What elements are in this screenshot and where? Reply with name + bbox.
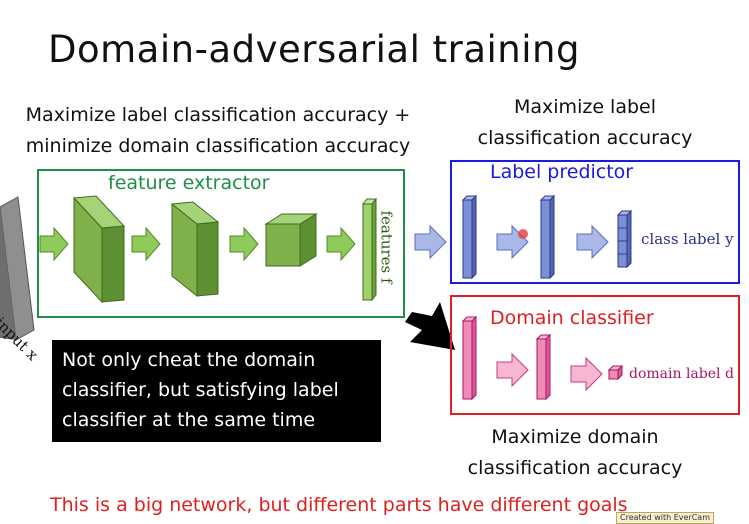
callout-line-2: classifier, but satisfying label xyxy=(62,379,339,401)
callout-box: Not only cheat the domain classifier, bu… xyxy=(52,340,381,442)
domain-label-output: domain label d xyxy=(629,366,734,382)
label-predictor-box xyxy=(450,160,740,284)
label-predictor-label: Label predictor xyxy=(490,161,634,183)
feature-arrows xyxy=(39,226,356,262)
evercam-watermark: Created with EverCam xyxy=(616,512,714,524)
class-label-output: class label y xyxy=(641,230,734,248)
features-label: features f xyxy=(377,210,396,284)
domain-output-cube xyxy=(607,364,624,381)
class-output-vector xyxy=(616,209,633,269)
features-vector xyxy=(361,197,378,302)
feature-extractor-goal-line-1: Maximize label classification accuracy + xyxy=(25,104,411,126)
footer-note: This is a big network, but different par… xyxy=(50,494,628,516)
callout-line-1: Not only cheat the domain xyxy=(62,349,316,371)
label-predictor-goal-line-2: classification accuracy xyxy=(477,127,693,149)
label-predictor-goal-line-1: Maximize label xyxy=(514,96,656,118)
domain-classifier-arrow-1 xyxy=(496,352,529,388)
input-image xyxy=(0,196,35,341)
domain-classifier-box xyxy=(450,295,740,415)
feature-layer-3 xyxy=(264,213,318,267)
feature-extractor-goal-line-2: minimize domain classification accuracy xyxy=(25,135,411,157)
domain-classifier-goal: Maximize domain classification accuracy xyxy=(440,422,710,484)
cursor-dot xyxy=(518,229,528,239)
feature-extractor-box xyxy=(37,169,405,318)
domain-classifier-goal-line-2: classification accuracy xyxy=(467,457,683,479)
domain-classifier-label: Domain classifier xyxy=(490,307,654,329)
label-predictor-arrow-1 xyxy=(496,224,529,260)
to-domain-classifier-arrow xyxy=(405,302,455,350)
callout-line-3: classifier at the same time xyxy=(62,409,316,431)
label-predictor-goal: Maximize label classification accuracy xyxy=(455,92,715,154)
label-predictor-arrow-2 xyxy=(576,224,609,260)
label-predictor-layer-1 xyxy=(461,194,478,280)
label-predictor-layer-2 xyxy=(539,194,556,280)
feature-layer-2 xyxy=(170,201,220,298)
feature-extractor-goal: Maximize label classification accuracy +… xyxy=(8,100,428,162)
slide-title: Domain-adversarial training xyxy=(48,28,580,71)
domain-classifier-layer-1 xyxy=(461,315,478,401)
feature-layer-1 xyxy=(72,195,126,304)
domain-classifier-arrow-2 xyxy=(570,356,603,392)
domain-classifier-layer-2 xyxy=(535,333,552,401)
to-label-predictor-arrow xyxy=(414,224,447,260)
domain-classifier-goal-line-1: Maximize domain xyxy=(491,426,659,448)
feature-extractor-label: feature extractor xyxy=(108,172,270,194)
